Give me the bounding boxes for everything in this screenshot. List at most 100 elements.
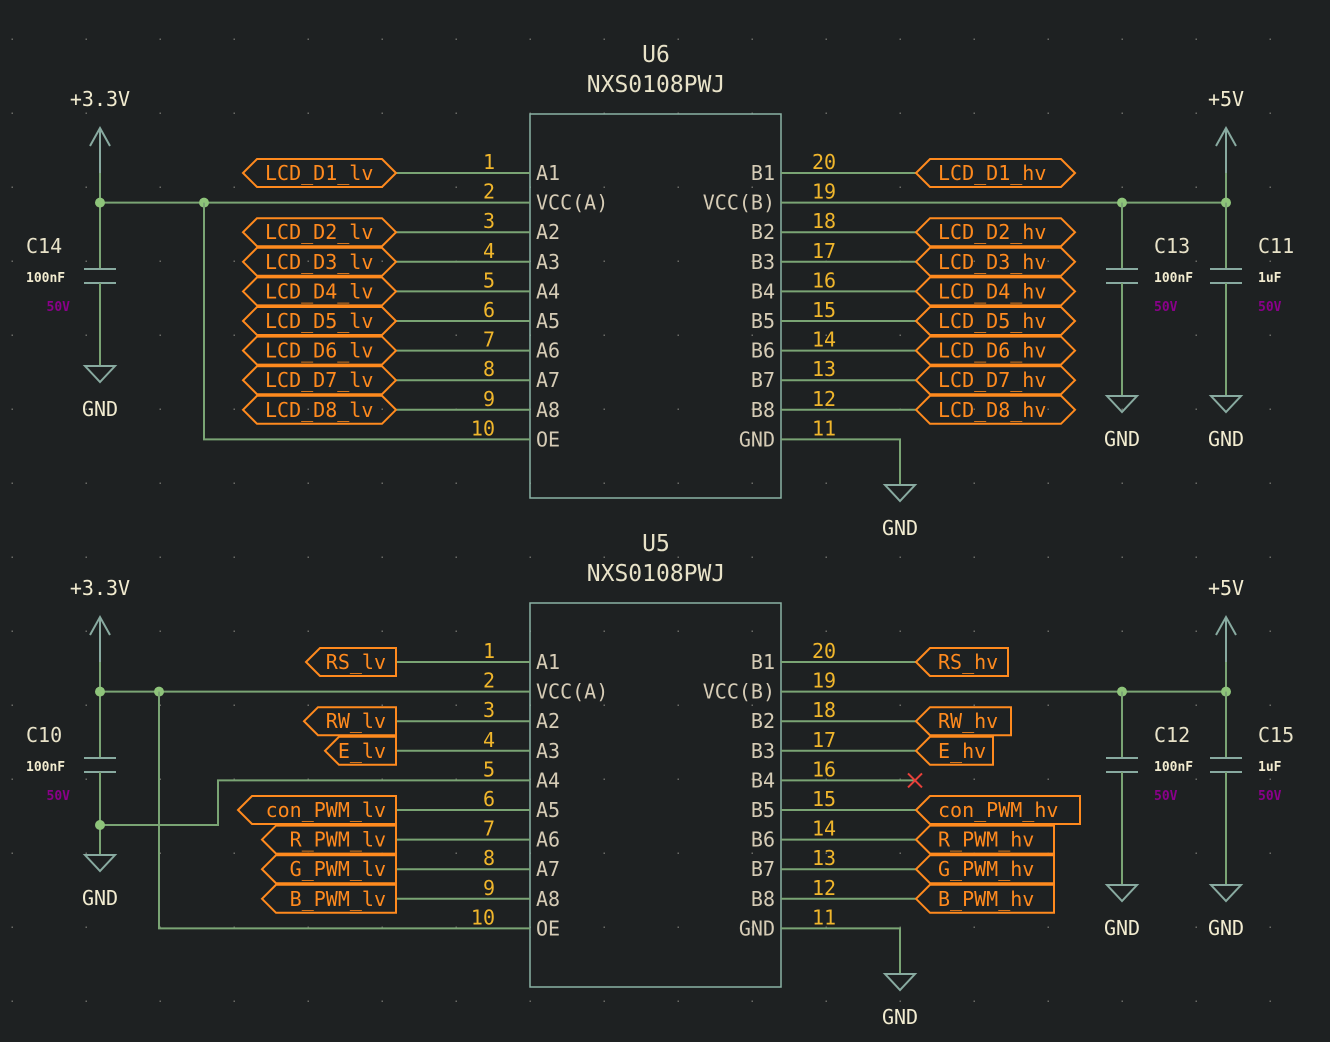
pin-number: 19: [812, 180, 836, 204]
global-label[interactable]: LCD_D1_lv: [241, 158, 398, 188]
label-text: R_PWM_hv: [938, 828, 1034, 852]
global-label[interactable]: E_lv: [323, 735, 397, 766]
junction-dot: [95, 686, 105, 697]
cap-value: 100nF: [26, 271, 65, 286]
wire: [856, 438, 901, 485]
grid-dot: [973, 1000, 975, 1002]
pin-name: VCC(A): [536, 191, 608, 215]
grid-dot: [85, 630, 87, 632]
grid-dot: [751, 630, 753, 632]
global-label[interactable]: LCD_D1_hv: [914, 158, 1077, 188]
grid-dot: [677, 334, 679, 336]
ic-reference: U6: [642, 42, 670, 68]
label-text: B_PWM_hv: [938, 887, 1034, 911]
grid-dot: [1121, 112, 1123, 114]
label-text: G_PWM_lv: [290, 857, 386, 881]
wire: [100, 779, 455, 826]
grid-dot: [233, 926, 235, 928]
ic-body[interactable]: [529, 602, 782, 988]
global-label[interactable]: LCD_D3_lv: [241, 246, 398, 277]
global-label[interactable]: RS_lv: [304, 647, 397, 677]
global-label[interactable]: LCD_D6_hv: [914, 335, 1077, 366]
global-label[interactable]: RW_lv: [302, 706, 397, 737]
grid-dot: [973, 630, 975, 632]
cap-reference: C13: [1154, 234, 1190, 258]
grid-dot: [677, 186, 679, 188]
global-label[interactable]: con_PWM_hv: [914, 795, 1081, 825]
grid-dot: [307, 38, 309, 40]
grid-dot: [973, 556, 975, 558]
grid-dot: [85, 334, 87, 336]
global-label[interactable]: LCD_D2_lv: [241, 217, 398, 248]
grid-dot: [85, 556, 87, 558]
global-label[interactable]: E_hv: [914, 735, 994, 766]
grid-dot: [455, 38, 457, 40]
grid-dot: [85, 852, 87, 854]
ic-body[interactable]: [529, 113, 782, 499]
global-label[interactable]: G_PWM_hv: [914, 854, 1055, 885]
gnd-label: GND: [1104, 427, 1140, 451]
grid-dot: [1195, 926, 1197, 928]
label-outline: [914, 158, 1077, 188]
global-label[interactable]: LCD_D8_hv: [914, 394, 1077, 425]
label-outline: [260, 854, 397, 885]
grid-dot: [677, 408, 679, 410]
grid-dot: [1121, 926, 1123, 928]
grid-dot: [751, 38, 753, 40]
label-text: LCD_D5_lv: [265, 309, 373, 333]
global-label[interactable]: LCD_D8_lv: [241, 394, 398, 425]
pin-name: B1: [751, 161, 775, 185]
grid-dot: [825, 778, 827, 780]
grid-dot: [899, 926, 901, 928]
gnd-label: GND: [1104, 916, 1140, 940]
grid-dot: [11, 704, 13, 706]
global-label[interactable]: RS_hv: [914, 647, 1009, 677]
global-label[interactable]: LCD_D5_lv: [241, 306, 398, 336]
grid-dot: [233, 186, 235, 188]
capacitor-icon: [1210, 268, 1242, 284]
pin-number: 9: [483, 876, 495, 900]
global-label[interactable]: B_PWM_hv: [914, 883, 1055, 914]
pin-name: B3: [751, 250, 775, 274]
global-label[interactable]: R_PWM_lv: [260, 824, 397, 855]
global-label[interactable]: LCD_D5_hv: [914, 306, 1077, 336]
grid-dot: [11, 334, 13, 336]
grid-dot: [825, 704, 827, 706]
grid-dot: [751, 556, 753, 558]
grid-dot: [751, 260, 753, 262]
global-label[interactable]: LCD_D4_lv: [241, 276, 398, 307]
global-label[interactable]: R_PWM_hv: [914, 824, 1055, 855]
cap-voltage: 50V: [1258, 789, 1282, 804]
pin-number: 19: [812, 669, 836, 693]
pin-number: 18: [812, 209, 836, 233]
global-label[interactable]: RW_hv: [914, 706, 1012, 737]
global-label[interactable]: LCD_D4_hv: [914, 276, 1077, 307]
label-outline: [914, 246, 1077, 277]
label-outline: [914, 276, 1077, 307]
pin-number: 4: [483, 728, 495, 752]
label-text: LCD_D4_lv: [265, 279, 373, 303]
global-label[interactable]: LCD_D7_lv: [241, 365, 398, 396]
pin-name: B2: [751, 709, 775, 733]
global-label[interactable]: LCD_D2_hv: [914, 217, 1077, 248]
global-label[interactable]: G_PWM_lv: [260, 854, 397, 885]
global-label[interactable]: LCD_D6_lv: [241, 335, 398, 366]
label-text: LCD_D1_lv: [265, 161, 373, 185]
global-label[interactable]: B_PWM_lv: [260, 883, 397, 914]
junction-dot: [95, 820, 105, 830]
grid-dot: [1269, 630, 1271, 632]
global-label[interactable]: LCD_D7_hv: [914, 365, 1077, 396]
cap-reference: C10: [26, 723, 62, 747]
label-outline: [241, 217, 398, 248]
grid-dot: [11, 186, 13, 188]
grid-dot: [1195, 334, 1197, 336]
global-label[interactable]: LCD_D3_hv: [914, 246, 1077, 277]
global-label[interactable]: con_PWM_lv: [236, 795, 397, 825]
grid-dot: [603, 704, 605, 706]
grid-dot: [825, 334, 827, 336]
power-arrow-icon: [89, 614, 111, 662]
label-text: RS_lv: [326, 650, 386, 674]
grid-dot: [899, 778, 901, 780]
grid-dot: [159, 408, 161, 410]
